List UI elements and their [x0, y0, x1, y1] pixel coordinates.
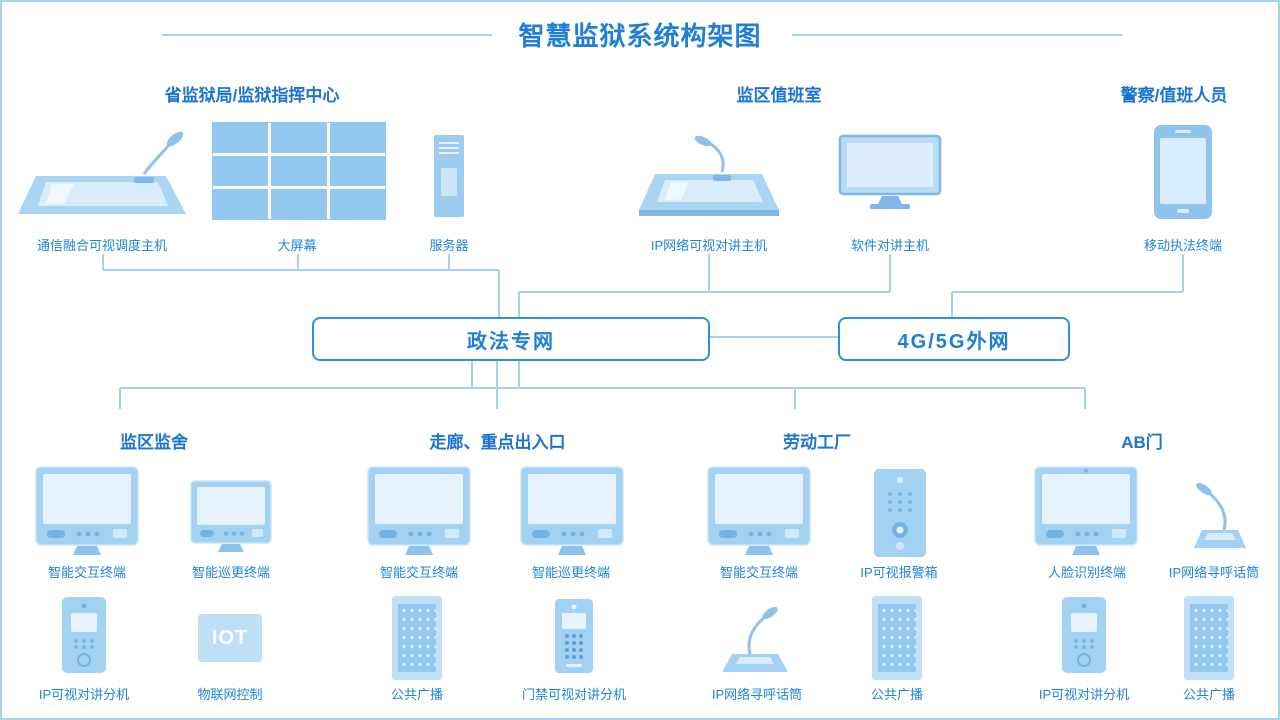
screen-tile — [213, 189, 269, 219]
screen-tile — [329, 123, 385, 153]
section-factory: 劳动工厂 — [783, 433, 851, 452]
device-label-interactive-terminal: 智能交互终端 — [379, 565, 458, 580]
section-cells: 监区监舍 — [120, 433, 188, 452]
device-label-video-intercom-ext: IP可视对讲分机 — [38, 687, 130, 702]
device-label-software-intercom-host: 软件对讲主机 — [850, 238, 929, 253]
video-intercom-extension-icon — [62, 597, 106, 673]
screen-tile — [213, 156, 269, 186]
interactive-terminal-icon — [367, 466, 471, 555]
device-label-mobile-terminal: 移动执法终端 — [1143, 238, 1222, 253]
paging-microphone-icon — [722, 606, 788, 672]
screen-tile — [271, 156, 327, 186]
patrol-terminal-icon — [520, 466, 624, 555]
device-label-video-intercom-ext: IP可视对讲分机 — [1038, 687, 1130, 702]
section-ab-door: AB门 — [1121, 433, 1163, 452]
interactive-terminal-icon — [707, 466, 811, 555]
screen-tile — [271, 189, 327, 219]
screen-tile — [329, 156, 385, 186]
device-label-public-broadcast: 公共广播 — [390, 687, 443, 702]
device-label-alarm-box: IP可视报警箱 — [860, 565, 938, 580]
device-label-paging-mic: IP网络寻呼话筒 — [711, 687, 803, 702]
door-intercom-keypad-icon — [555, 599, 593, 673]
dispatch-console-icon — [18, 131, 186, 214]
device-label-face-terminal: 人脸识别终端 — [1047, 565, 1126, 580]
speaker-grill — [878, 604, 916, 672]
device-label-iot-control: 物联网控制 — [197, 687, 263, 702]
server-icon — [434, 135, 464, 217]
device-label-public-broadcast: 公共广播 — [870, 687, 923, 702]
software-intercom-monitor-icon — [838, 134, 942, 209]
alarm-box-icon — [874, 469, 926, 557]
screen-tile — [271, 123, 327, 153]
video-intercom-extension-icon — [1062, 597, 1106, 673]
public-broadcast-speaker-icon — [1184, 596, 1234, 680]
speaker-grill — [398, 604, 436, 672]
patrol-terminal-icon — [190, 480, 272, 552]
mobile-terminal-phone-icon — [1154, 125, 1212, 219]
device-label-paging-mic: IP网络寻呼话筒 — [1168, 565, 1260, 580]
device-label-patrol-terminal: 智能巡更终端 — [531, 565, 610, 580]
paging-microphone-icon — [1194, 482, 1246, 548]
device-label-patrol-terminal: 智能巡更终端 — [191, 565, 270, 580]
interactive-terminal-icon — [35, 466, 139, 555]
screen-tile — [329, 189, 385, 219]
section-command-center: 省监狱局/监狱指挥中心 — [164, 86, 340, 105]
device-label-ip-intercom-host: IP网络可视对讲主机 — [650, 238, 768, 253]
device-label-interactive-terminal: 智能交互终端 — [719, 565, 798, 580]
device-label-public-broadcast: 公共广播 — [1182, 687, 1235, 702]
device-label-big-screen: 大屏幕 — [277, 238, 317, 253]
screen-tile — [213, 123, 269, 153]
network-box-4g5g: 4G/5G外网 — [838, 317, 1070, 361]
device-label-door-intercom-ext: 门禁可视对讲分机 — [521, 687, 626, 702]
section-corridor: 走廊、重点出入口 — [429, 433, 566, 452]
ip-intercom-console-icon — [639, 135, 779, 216]
iot-controller-icon: IOT — [198, 614, 262, 662]
public-broadcast-speaker-icon — [392, 596, 442, 680]
section-police: 警察/值班人员 — [1120, 86, 1228, 105]
section-duty-room: 监区值班室 — [736, 86, 822, 105]
video-wall-icon — [212, 122, 386, 220]
speaker-grill — [1190, 604, 1228, 672]
device-label-interactive-terminal: 智能交互终端 — [47, 565, 126, 580]
public-broadcast-speaker-icon — [872, 596, 922, 680]
face-recognition-terminal-icon — [1034, 466, 1138, 555]
device-label-dispatch-host: 通信融合可视调度主机 — [36, 238, 167, 253]
network-box-justice: 政法专网 — [312, 317, 710, 361]
page-title: 智慧监狱系统构架图 — [518, 21, 762, 51]
device-label-server: 服务器 — [429, 238, 469, 253]
